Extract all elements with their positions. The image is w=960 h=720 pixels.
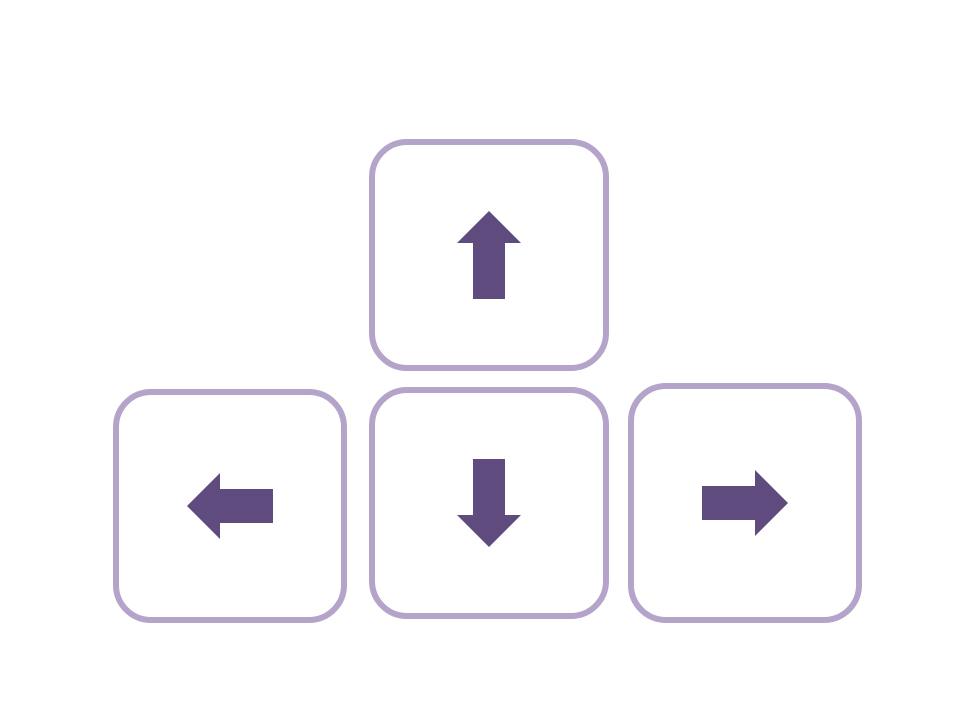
down-arrow-key[interactable] [369,387,609,619]
up-arrow-key[interactable] [369,139,609,371]
right-arrow-key[interactable] [628,383,862,623]
arrow-right-icon [702,470,788,536]
left-arrow-key[interactable] [113,389,347,623]
arrow-up-icon [457,211,521,299]
arrow-left-icon [187,473,273,539]
arrow-down-icon [457,459,521,547]
